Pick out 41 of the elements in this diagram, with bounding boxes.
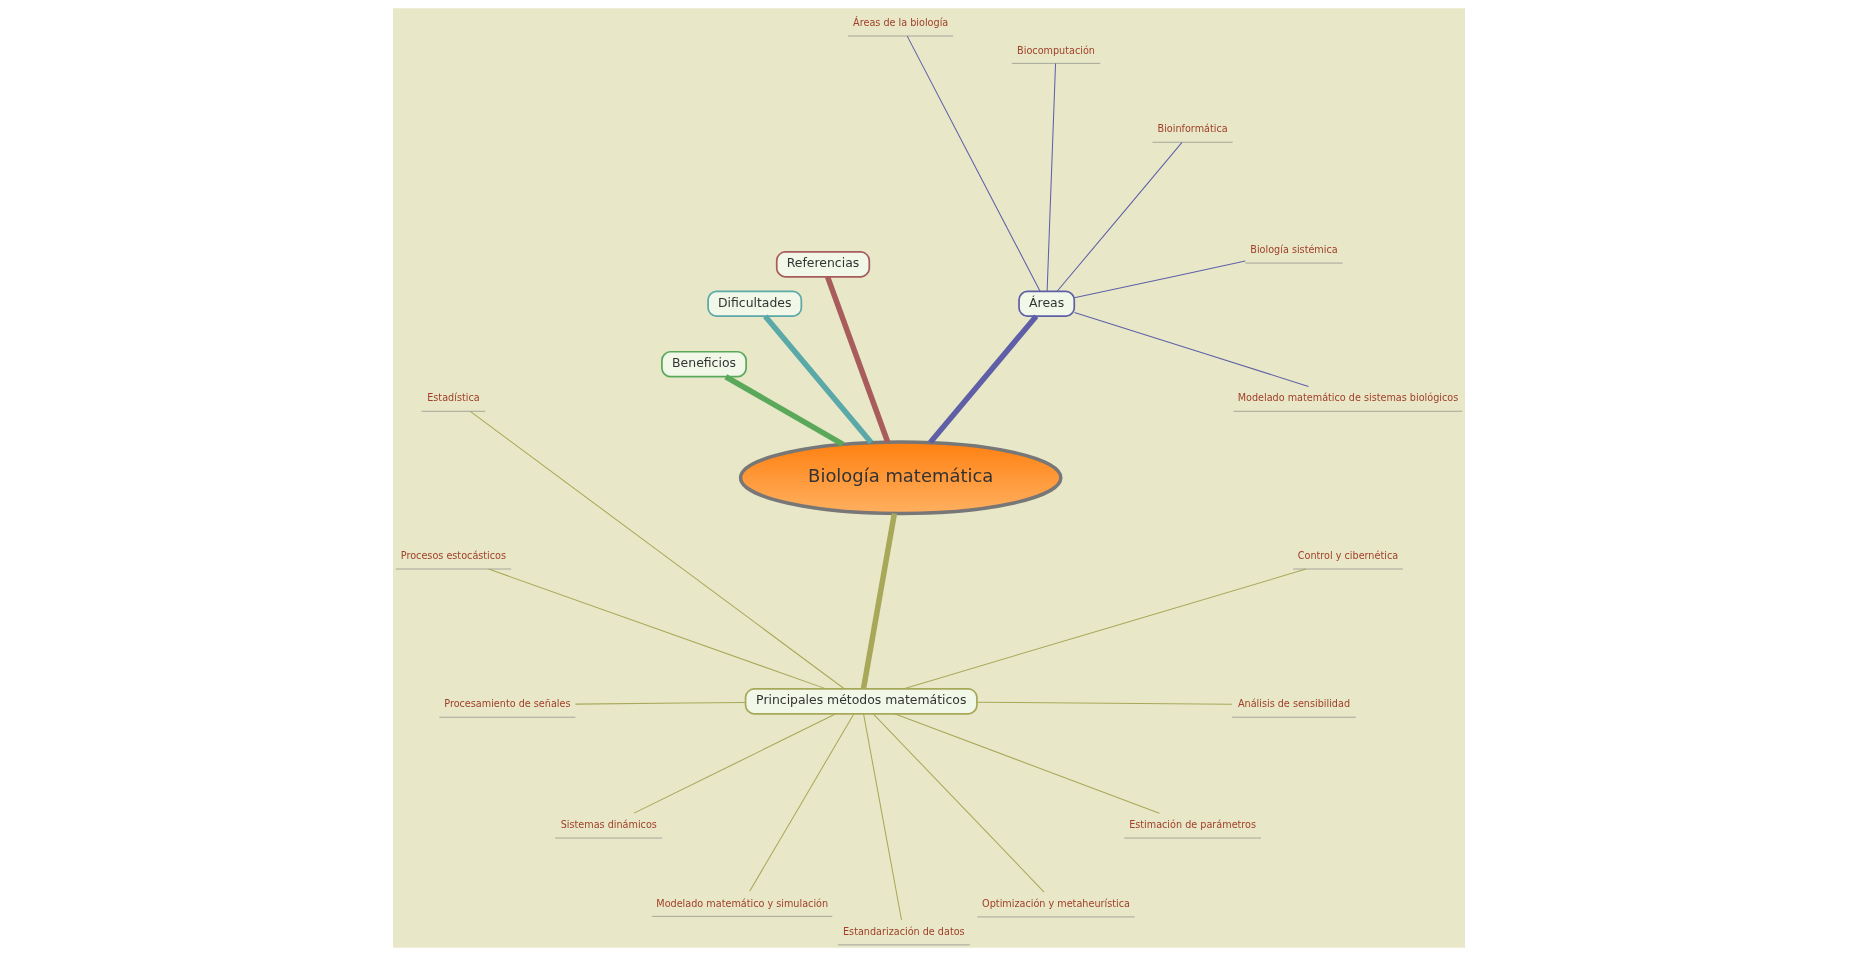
connector — [902, 568, 1307, 690]
connector — [893, 713, 1160, 814]
node-box: Dificultades — [706, 290, 802, 318]
node-box: Beneficios — [660, 350, 747, 378]
node-text: Modelado matemático de sistemas biológicos — [1237, 392, 1458, 404]
connector — [469, 410, 845, 690]
node-text: Análisis de sensibilidad — [1237, 698, 1350, 710]
connector — [1046, 63, 1056, 292]
node-text: Control y cibernética — [1297, 550, 1398, 562]
connector — [762, 314, 873, 445]
node-text: Procesos estocásticos — [400, 550, 506, 562]
node-text: Biología sistémica — [1249, 244, 1338, 256]
node-text: Estimación de parámetros — [1128, 819, 1256, 831]
node-box: Principales métodos matemáticos — [744, 688, 978, 715]
node-text: Biocomputación — [1016, 44, 1095, 56]
connector — [860, 512, 897, 690]
node-box: Áreas — [1017, 290, 1075, 318]
connector — [906, 35, 1041, 292]
connector — [824, 275, 890, 443]
node-box: Referencias — [775, 251, 870, 278]
connector — [872, 713, 1045, 893]
node-text: Procesamiento de señales — [443, 698, 570, 710]
node-text: Bioinformática — [1157, 123, 1228, 135]
connector — [975, 701, 1233, 705]
connector — [1056, 141, 1183, 292]
connector — [633, 713, 836, 814]
node-text: Áreas de la biología — [852, 17, 948, 29]
node-text: Estadística — [426, 392, 480, 404]
connector — [574, 701, 746, 705]
node-text: Optimización y metaheurística — [981, 898, 1130, 910]
node-text: Sistemas dinámicos — [560, 819, 657, 831]
node-ellipse: Biología matemática — [738, 440, 1063, 516]
connector — [723, 374, 844, 447]
node-text: Modelado matemático y simulación — [655, 897, 828, 909]
connector — [1073, 260, 1246, 299]
connector — [1073, 312, 1309, 387]
connector — [927, 314, 1038, 445]
node-text: Estandarización de datos — [842, 925, 965, 937]
connector — [748, 713, 854, 892]
connector — [862, 713, 902, 921]
connector — [487, 568, 827, 690]
